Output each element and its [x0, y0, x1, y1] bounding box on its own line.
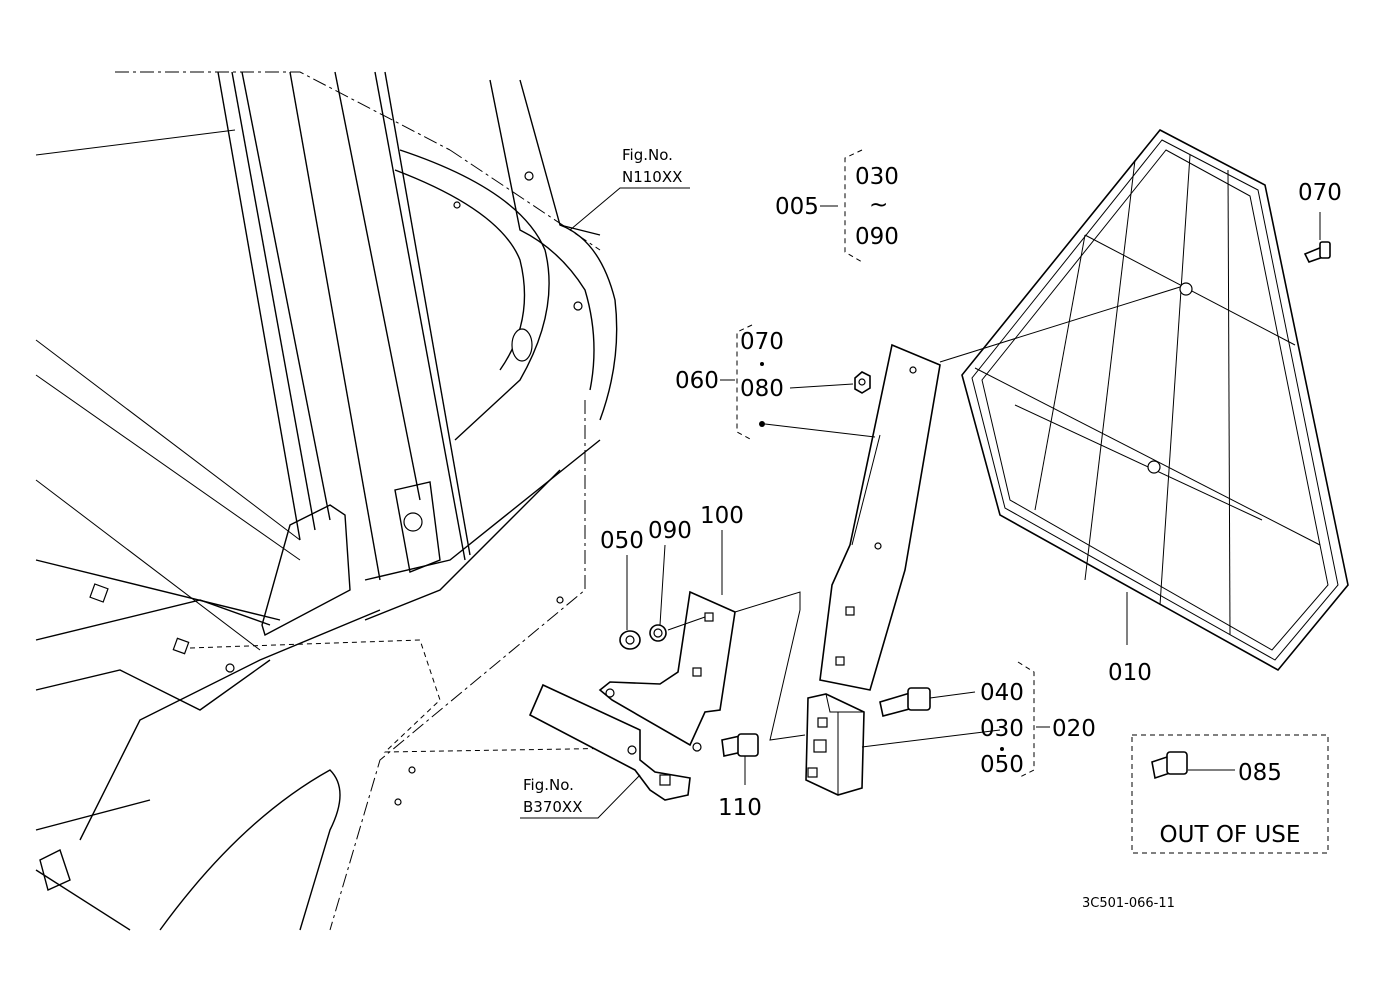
label-110: 110: [718, 795, 762, 821]
label-100: 100: [700, 503, 744, 529]
label-080: 080: [740, 376, 784, 402]
label-005: 005: [775, 194, 819, 220]
drawing-code: 3C501-066-11: [1082, 896, 1175, 911]
out-of-use-box: 085 OUT OF USE: [1131, 734, 1329, 854]
figure-ref-prefix: Fig.No.: [622, 146, 673, 164]
figure-ref-prefix-b: Fig.No.: [523, 776, 574, 794]
stay-060: [819, 286, 1181, 691]
group-005: 005 030 ~ 090: [775, 149, 899, 263]
label-050: 050: [980, 752, 1024, 778]
label-tilde: ~: [869, 192, 888, 218]
rail-020: [805, 693, 1001, 796]
group-060: 060 070 080: [675, 324, 876, 441]
bolt-110: 110: [718, 733, 762, 821]
cab-frame: [35, 71, 631, 931]
label-070-group: 070: [740, 329, 784, 355]
label-090-range-end: 090: [855, 224, 899, 250]
label-090-left: 090: [648, 518, 692, 544]
label-040: 040: [980, 680, 1024, 706]
figure-ref-code: N110XX: [622, 168, 682, 186]
group-020: 040 030 050 020: [980, 661, 1096, 779]
label-085: 085: [1238, 760, 1282, 786]
label-010: 010: [1108, 660, 1152, 686]
cover-grid-010: 010: [961, 128, 1349, 686]
figure-ref-b370xx: Fig.No. B370XX: [520, 683, 691, 819]
bolt-070-right: 070: [1298, 180, 1342, 263]
figure-ref-code-b: B370XX: [523, 798, 582, 816]
figure-ref-n110xx: Fig.No. N110XX: [569, 146, 690, 231]
bolt-040: [879, 687, 976, 717]
label-050-left: 050: [600, 528, 644, 554]
bracket-100: 100 050 090: [598, 503, 806, 752]
out-of-use-label: OUT OF USE: [1160, 822, 1301, 848]
label-060: 060: [675, 368, 719, 394]
label-070-right: 070: [1298, 180, 1342, 206]
label-030-range-start: 030: [855, 164, 899, 190]
label-030: 030: [980, 716, 1024, 742]
label-020: 020: [1052, 716, 1096, 742]
